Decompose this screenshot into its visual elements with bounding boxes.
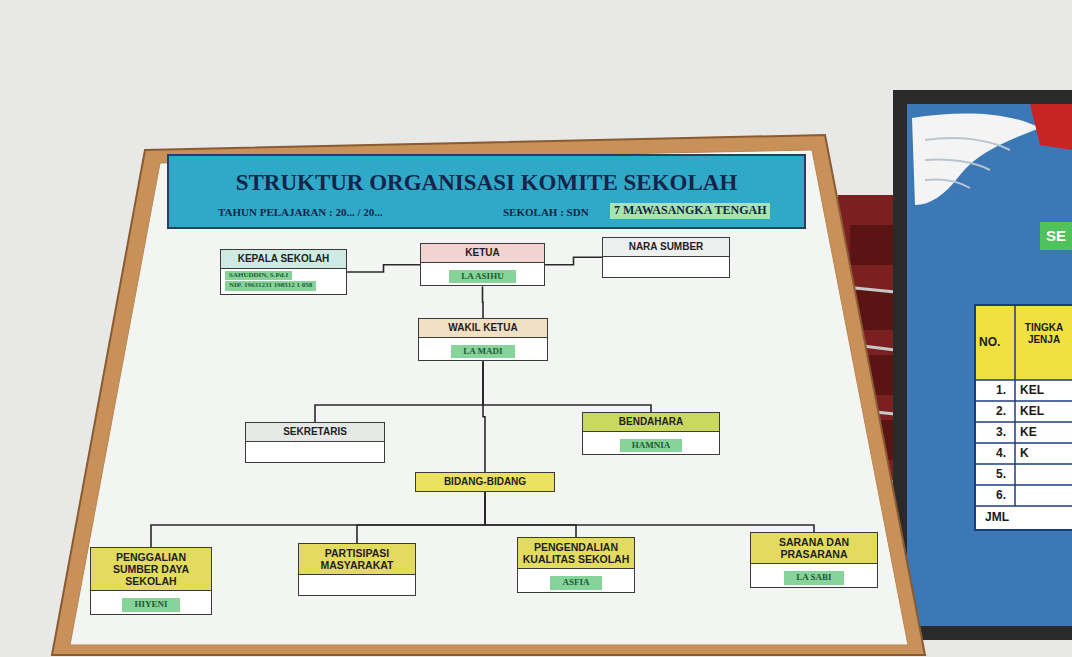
emblem-red	[1030, 104, 1072, 150]
org-box: KEPALA SEKOLAHSAHUDDIN, S.Pd.INIP. 19631…	[220, 249, 347, 295]
org-box: PENGENDALIAN KUALITAS SEKOLAH ASFIA	[517, 537, 635, 593]
name-field: HIYENI	[91, 591, 211, 614]
member-name: LA SABI	[784, 571, 843, 585]
box-heading: PENGGALIAN SUMBER DAYA SEKOLAH	[91, 548, 211, 591]
table-cell: JML	[985, 511, 1009, 525]
org-box: WAKIL KETUA LA MADI	[418, 318, 548, 361]
box-heading: PENGENDALIAN KUALITAS SEKOLAH	[518, 538, 634, 569]
connector-line	[482, 286, 484, 318]
member-name: NIP. 19631231 198512 1 058	[225, 281, 316, 291]
connector-line	[485, 492, 814, 533]
connector-line	[151, 492, 485, 548]
subtitle-text: TAHUN PELAJARAN : 20... / 20...	[218, 206, 383, 219]
connector-line	[485, 492, 576, 538]
right-frame	[893, 90, 1072, 640]
wooden-frame	[52, 135, 925, 655]
name-field: LA ASIHU	[421, 263, 544, 286]
name-field: LA MADI	[419, 338, 547, 361]
name-field: LA SABI	[751, 564, 877, 587]
box-heading: NARA SUMBER	[603, 238, 729, 257]
org-box: SARANA DAN PRASARANA LA SABI	[750, 532, 878, 588]
org-box: BIDANG-BIDANG	[415, 472, 555, 492]
member-name: HAMNIA	[620, 439, 683, 453]
connector-line	[347, 265, 420, 272]
subtitle-text: SEKOLAH : SDN	[503, 206, 589, 219]
table-grid	[975, 305, 1072, 506]
member-name: LA MADI	[451, 345, 514, 359]
table	[975, 305, 1072, 530]
table-header-cell: TINGKA JENJA	[1019, 322, 1069, 345]
member-name: ASFIA	[550, 576, 601, 590]
table-cell: 1.	[996, 384, 1006, 398]
table-cell: 4.	[996, 447, 1006, 461]
connector-line	[483, 361, 651, 412]
table-cell: KE	[1020, 426, 1037, 440]
table-cell: 3.	[996, 426, 1006, 440]
name-field	[299, 575, 415, 595]
green-band	[1040, 222, 1072, 250]
table-cell: 2.	[996, 405, 1006, 419]
table-header-cell: NO.	[979, 336, 1000, 350]
org-box: PENGGALIAN SUMBER DAYA SEKOLAH HIYENI	[90, 547, 212, 615]
name-field	[603, 257, 729, 277]
box-heading: WAKIL KETUA	[419, 319, 547, 338]
member-name: HIYENI	[122, 598, 179, 612]
box-heading: SARANA DAN PRASARANA	[751, 533, 877, 564]
wing-lines	[925, 138, 1010, 188]
wing-graphic	[912, 113, 1040, 205]
table-cell: KEL	[1020, 384, 1044, 398]
member-name: SAHUDDIN, S.Pd.I	[225, 271, 292, 281]
band-text: SE	[1046, 227, 1066, 244]
org-box: BENDAHARA HAMNIA	[582, 412, 720, 455]
name-field: SAHUDDIN, S.Pd.INIP. 19631231 198512 1 0…	[221, 269, 346, 294]
member-name: LA ASIHU	[449, 270, 515, 284]
org-box: NARA SUMBER	[602, 237, 730, 278]
title-text: STRUKTUR ORGANISASI KOMITE SEKOLAH	[168, 170, 805, 196]
name-field: HAMNIA	[583, 432, 719, 455]
table-header	[976, 306, 1072, 380]
org-box: KETUA LA ASIHU	[420, 243, 545, 286]
box-heading: SEKRETARIS	[246, 423, 384, 442]
box-heading: KETUA	[421, 244, 544, 263]
title-band	[168, 155, 805, 228]
table-cell: K	[1020, 447, 1029, 461]
connector-line	[357, 492, 485, 544]
box-heading: BIDANG-BIDANG	[416, 473, 554, 491]
table-cell: 5.	[996, 468, 1006, 482]
box-heading: KEPALA SEKOLAH	[221, 250, 346, 269]
table-cell: 6.	[996, 489, 1006, 503]
connector-line	[315, 361, 483, 422]
name-field	[246, 442, 384, 462]
org-box: SEKRETARIS	[245, 422, 385, 463]
table-cell: KEL	[1020, 405, 1044, 419]
connector-line	[483, 361, 485, 472]
white-board	[70, 150, 908, 645]
box-heading: PARTISIPASI MASYARAKAT	[299, 544, 415, 575]
name-field: ASFIA	[518, 569, 634, 592]
school-name: 7 MAWASANGKA TENGAH	[610, 203, 770, 219]
org-box: PARTISIPASI MASYARAKAT	[298, 543, 416, 596]
connector-line	[545, 257, 602, 264]
box-heading: BENDAHARA	[583, 413, 719, 432]
